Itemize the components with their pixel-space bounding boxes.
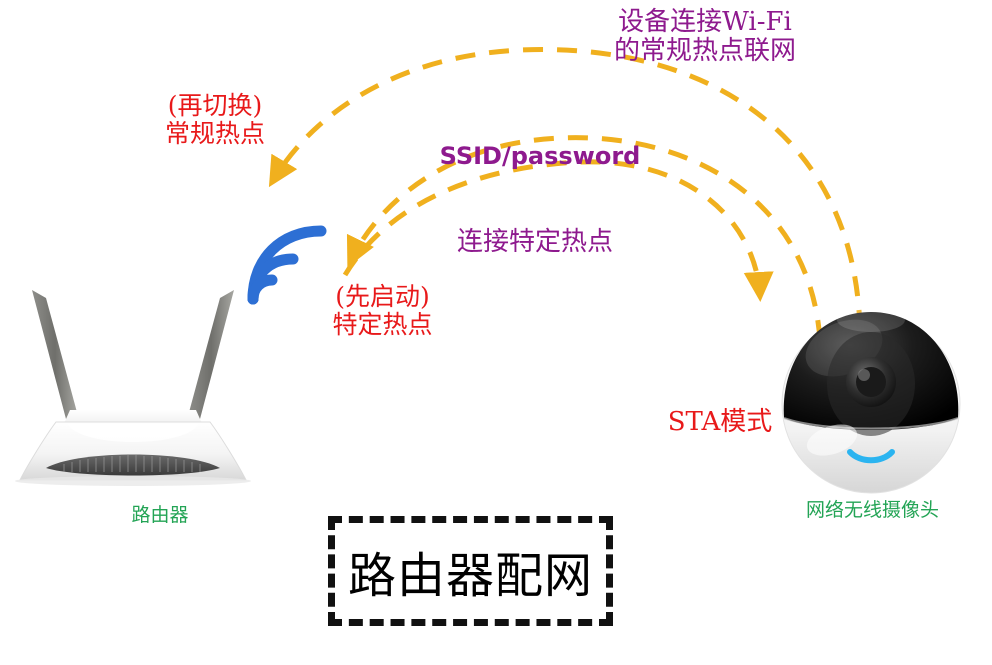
caption-router: 路由器: [131, 504, 189, 526]
wifi-signal-icon: [247, 225, 327, 305]
flow-arc-ssid-password: [346, 135, 823, 341]
annotation-regular-hotspot: 设备连接Wi-Fi 的常规热点联网: [613, 7, 796, 67]
annotation-sta-mode: STA模式: [667, 407, 773, 437]
annotation-start-specific-hotspot: (先启动) 特定热点: [332, 282, 433, 339]
title-text: 路由器配网: [347, 548, 593, 604]
flow-arc-regular-hotspot: [268, 47, 863, 331]
flow-arc-connect-specific: [342, 159, 774, 302]
annotation-router-switch-mode: (再切换) 常规热点: [164, 91, 265, 148]
wifi-router-icon: [15, 290, 251, 486]
network-dome-camera-icon: [781, 308, 961, 494]
annotation-connect-specific-hotspot: 连接特定热点: [456, 227, 613, 257]
title-dashed-box: 路由器配网: [328, 516, 613, 626]
caption-camera: 网络无线摄像头: [805, 499, 939, 521]
annotation-ssid-password: SSID/password: [439, 142, 641, 170]
